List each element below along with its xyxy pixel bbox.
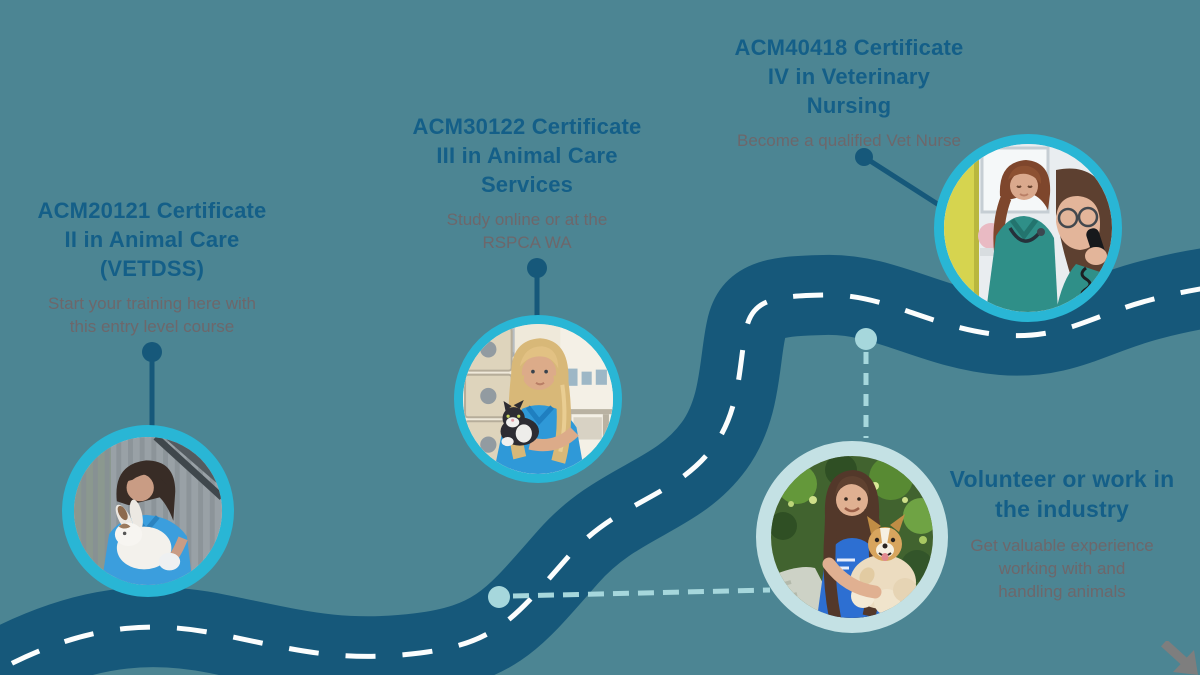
- step-4-title: Volunteer or work in the industry: [949, 466, 1175, 523]
- connector-dot: [527, 258, 547, 278]
- connector-step3: [855, 148, 941, 208]
- photo-vet-nurses-phone: [944, 144, 1112, 312]
- connector-dot: [855, 148, 873, 166]
- step-4-photo: [756, 441, 948, 633]
- photo-rabbit-shed: [74, 437, 222, 585]
- connector-dot: [488, 586, 510, 608]
- connector-dot: [142, 342, 162, 362]
- step-1-title: ACM20121 Certificate II in Animal Care (…: [37, 198, 267, 282]
- connector-step1: [142, 342, 162, 428]
- photo-volunteer-dog: [771, 456, 933, 618]
- photo-kitten-cattery: [463, 324, 613, 474]
- step-2-photo: [454, 315, 622, 483]
- step-3-text: ACM40418 Certificate IV in Veterinary Nu…: [704, 33, 994, 153]
- step-2-text: ACM30122 Certificate III in Animal Care …: [382, 112, 672, 255]
- step-4-subtitle: Get valuable experience working with and…: [970, 535, 1154, 601]
- step-4-text: Volunteer or work in the industry Get va…: [932, 464, 1192, 604]
- step-2-subtitle: Study online or at the RSPCA WA: [446, 210, 608, 253]
- step-3-photo: [934, 134, 1122, 322]
- connector-step4-horizontal: [488, 586, 771, 608]
- corner-arrow-icon: [1160, 641, 1198, 675]
- step-3-title: ACM40418 Certificate IV in Veterinary Nu…: [734, 35, 964, 119]
- connector-dot: [855, 328, 877, 350]
- step-1-photo: [62, 425, 234, 597]
- road-centerline: [0, 286, 1200, 673]
- step-1-text: ACM20121 Certificate II in Animal Care (…: [7, 196, 297, 339]
- connector-step4-vertical: [855, 328, 877, 438]
- step-1-subtitle: Start your training here with this entry…: [48, 294, 256, 337]
- connector-step2: [527, 258, 547, 318]
- step-2-title: ACM30122 Certificate III in Animal Care …: [412, 114, 642, 198]
- step-3-subtitle: Become a qualified Vet Nurse: [737, 131, 961, 151]
